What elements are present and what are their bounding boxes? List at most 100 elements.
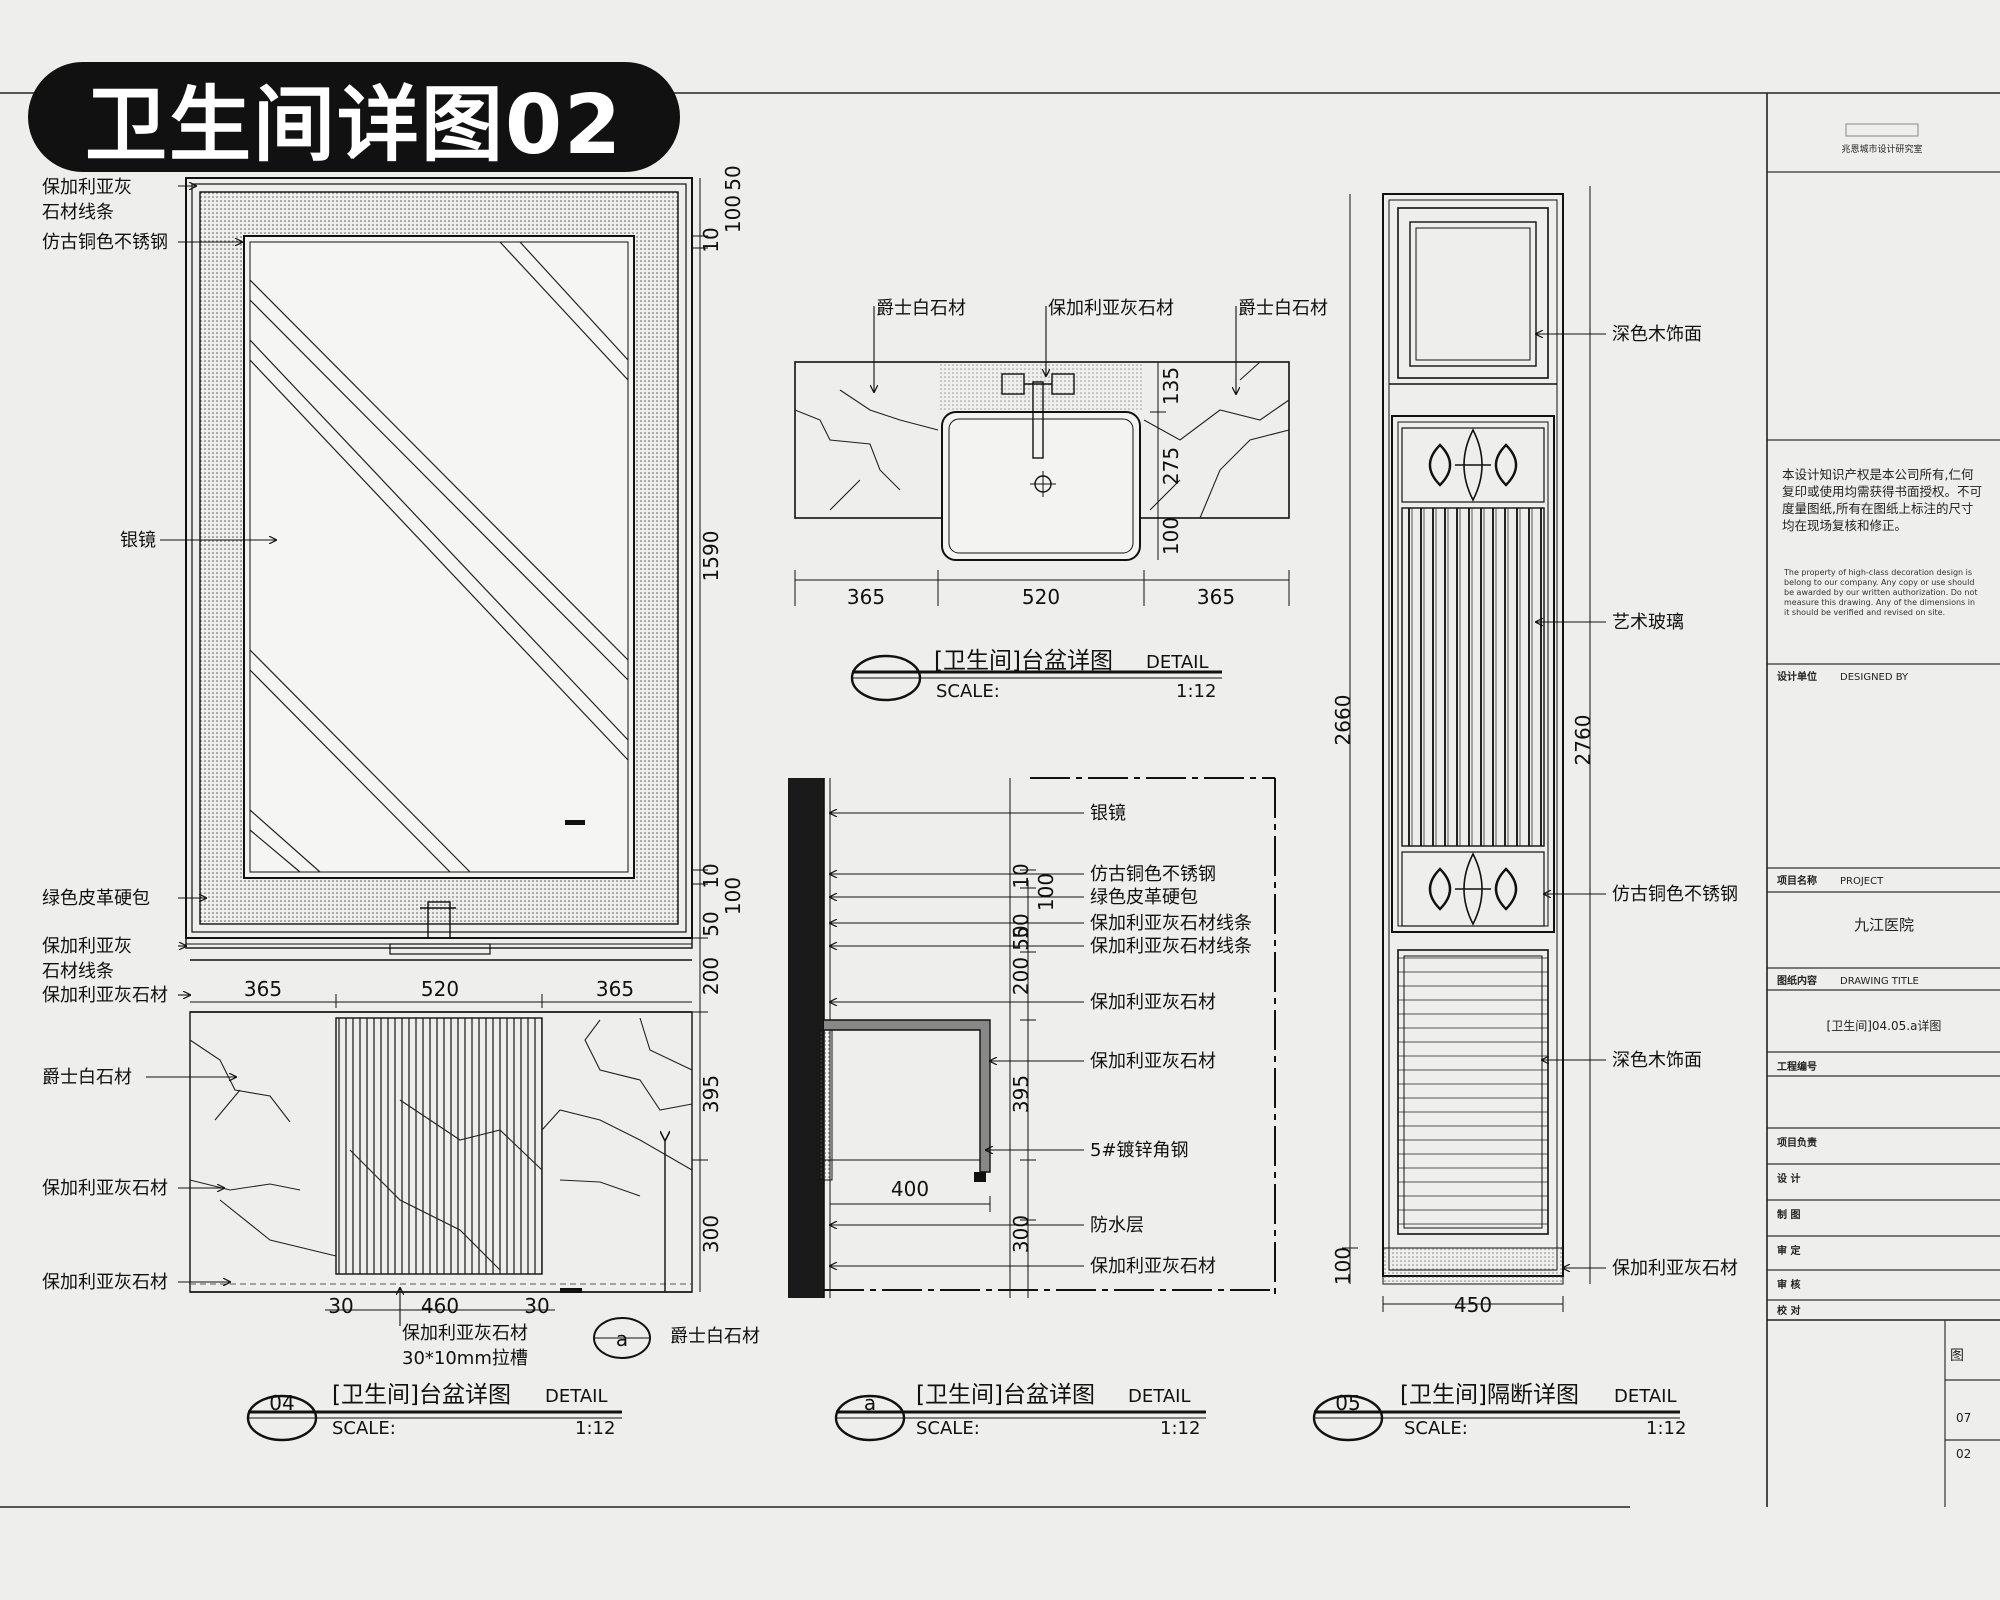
dim-04-right-50a: 50 [721,165,745,190]
tb-side-mark-1: 图 [1950,1348,1964,1364]
tb-role-1: 项目负责 [1777,1136,1817,1149]
title-section-a: a [卫生间]台盆详图 DETAIL SCALE: 1:12 [834,1382,1206,1442]
tb-side-mark-2: 07 [1956,1411,1971,1425]
label-sec-trim-2: 保加利亚灰石材线条 [1090,936,1252,957]
dim-sec-100: 100 [1034,873,1058,911]
title-04-scale: 1:12 [575,1418,615,1439]
label-groove-1: 保加利亚灰石材 [402,1323,528,1344]
label-stone-top: 保加利亚灰石材 [42,985,168,1006]
label-stone-trim-top-2: 石材线条 [42,202,114,223]
dim-plan-r2: 275 [1159,447,1183,485]
detail-04-elevation [185,177,708,1311]
tb-drawing-label: 图纸内容 [1777,974,1817,987]
dim-05-2760: 2760 [1571,715,1595,766]
title-05-scale: 1:12 [1646,1418,1686,1439]
tb-role-2: 设 计 [1777,1172,1800,1185]
tb-project-label: 项目名称 [1777,874,1817,887]
title-05-scale-label: SCALE: [1404,1418,1468,1439]
label-05-wood-bottom: 深色木饰面 [1612,1050,1702,1071]
dim-05-2660: 2660 [1331,695,1355,746]
dim-plan-1: 365 [847,585,885,609]
label-sec-angle-steel: 5#镀锌角钢 [1090,1140,1189,1161]
ornament-top [1401,427,1545,503]
dim-04-top-2: 520 [421,977,459,1001]
dim-sec-50b: 50 [1009,925,1033,950]
dim-04-top-3: 365 [596,977,634,1001]
tb-notice-en: The property of high-class decoration de… [1784,568,1978,617]
dim-sec-50a: 50 [1009,913,1033,938]
label-groove-2: 30*10mm拉槽 [402,1348,528,1369]
label-sec-waterproof: 防水层 [1090,1215,1144,1236]
dim-sec-395: 395 [1009,1075,1033,1113]
dim-sec-300: 300 [1009,1215,1033,1253]
title-sec-name: [卫生间]台盆详图 [916,1382,1095,1408]
mirror-reflection-lines [249,241,629,873]
label-sec-stone-3: 保加利亚灰石材 [1090,1256,1216,1277]
title-05: 05 [卫生间]隔断详图 DETAIL SCALE: 1:12 [1312,1382,1686,1442]
label-sec-mirror: 银镜 [1090,803,1126,824]
label-jazz-white: 爵士白石材 [42,1067,132,1088]
dim-04-right-1590: 1590 [699,531,723,582]
dim-04-bottom-2: 460 [421,1294,459,1318]
tb-drawing: [卫生间]04.05.a详图 [1827,1018,1942,1033]
label-stone-trim-bottom-2: 石材线条 [42,961,114,982]
label-sec-stone-2: 保加利亚灰石材 [1090,1051,1216,1072]
label-05-glass: 艺术玻璃 [1612,612,1684,633]
detail-05-partition [1342,186,1591,1312]
dim-plan-r3: 100 [1159,517,1183,555]
label-sec-trim-1: 保加利亚灰石材线条 [1090,913,1252,934]
label-sec-stainless: 仿古铜色不锈钢 [1090,864,1216,885]
title-04-detail: DETAIL [545,1386,607,1407]
label-leather: 绿色皮革硬包 [42,888,150,909]
tb-side-mark-3: 02 [1956,1447,1971,1461]
label-section-ref: 爵士白石材 [670,1326,760,1347]
dim-plan-2: 520 [1022,585,1060,609]
label-sec-stone-1: 保加利亚灰石材 [1090,992,1216,1013]
dim-04-right-200: 200 [699,957,723,995]
title-05-detail: DETAIL [1614,1386,1676,1407]
title-plan-detail: DETAIL [1146,652,1208,673]
tb-designed-by-label: 设计单位 [1777,670,1817,683]
title-04-name: [卫生间]台盆详图 [332,1382,511,1408]
tb-designed-by: DESIGNED BY [1840,672,1909,683]
title-sec-detail: DETAIL [1128,1386,1190,1407]
drawing-title-badge: 卫生间详图02 [28,62,680,173]
title-05-number: 05 [1335,1391,1360,1415]
dim-04-right-10b: 10 [699,863,723,888]
tb-role-6: 校 对 [1777,1304,1800,1317]
label-plan-stone-center: 保加利亚灰石材 [1048,298,1174,319]
dim-04-right-300: 300 [699,1215,723,1253]
title-04-scale-label: SCALE: [332,1418,396,1439]
label-05-wood-top: 深色木饰面 [1612,324,1702,345]
tb-number-label: 工程编号 [1777,1060,1817,1073]
title-plan-scale-label: SCALE: [936,681,1000,702]
dim-04-right-100b: 100 [721,877,745,915]
title-sec-letter: a [864,1391,876,1415]
title-04-number: 04 [269,1391,294,1415]
label-stone-trim-top-1: 保加利亚灰 [42,177,132,198]
dim-sec-10: 10 [1009,863,1033,888]
title-block [1767,171,2000,1507]
ornament-bottom [1401,851,1545,927]
dim-04-bottom-1: 30 [328,1294,353,1318]
dim-04-right-10a: 10 [699,227,723,252]
dim-sec-200: 200 [1009,957,1033,995]
tb-logo-icon [1845,123,1919,137]
label-stone-trim-bottom-1: 保加利亚灰 [42,936,132,957]
dim-04-right-50b: 50 [699,911,723,936]
tb-notice-cn: 本设计知识产权是本公司所有,仁何复印或使用均需获得书面授权。不可度量图纸,所有在… [1782,467,1983,533]
label-mirror: 银镜 [120,530,156,551]
tb-role-3: 制 图 [1777,1208,1800,1221]
title-05-name: [卫生间]隔断详图 [1400,1382,1579,1408]
tb-role-5: 审 核 [1777,1278,1800,1291]
section-ref-letter: a [616,1327,628,1351]
label-plan-jazz-left: 爵士白石材 [876,298,966,319]
dim-05-100: 100 [1331,1247,1355,1285]
label-plan-jazz-right: 爵士白石材 [1238,298,1328,319]
dim-04-right-100a: 100 [721,195,745,233]
dim-plan-3: 365 [1197,585,1235,609]
tb-logo-text: 兆恩城市设计研究室 [1841,143,1922,155]
section-a [788,777,1276,1298]
tb-project: 九江医院 [1854,916,1914,934]
